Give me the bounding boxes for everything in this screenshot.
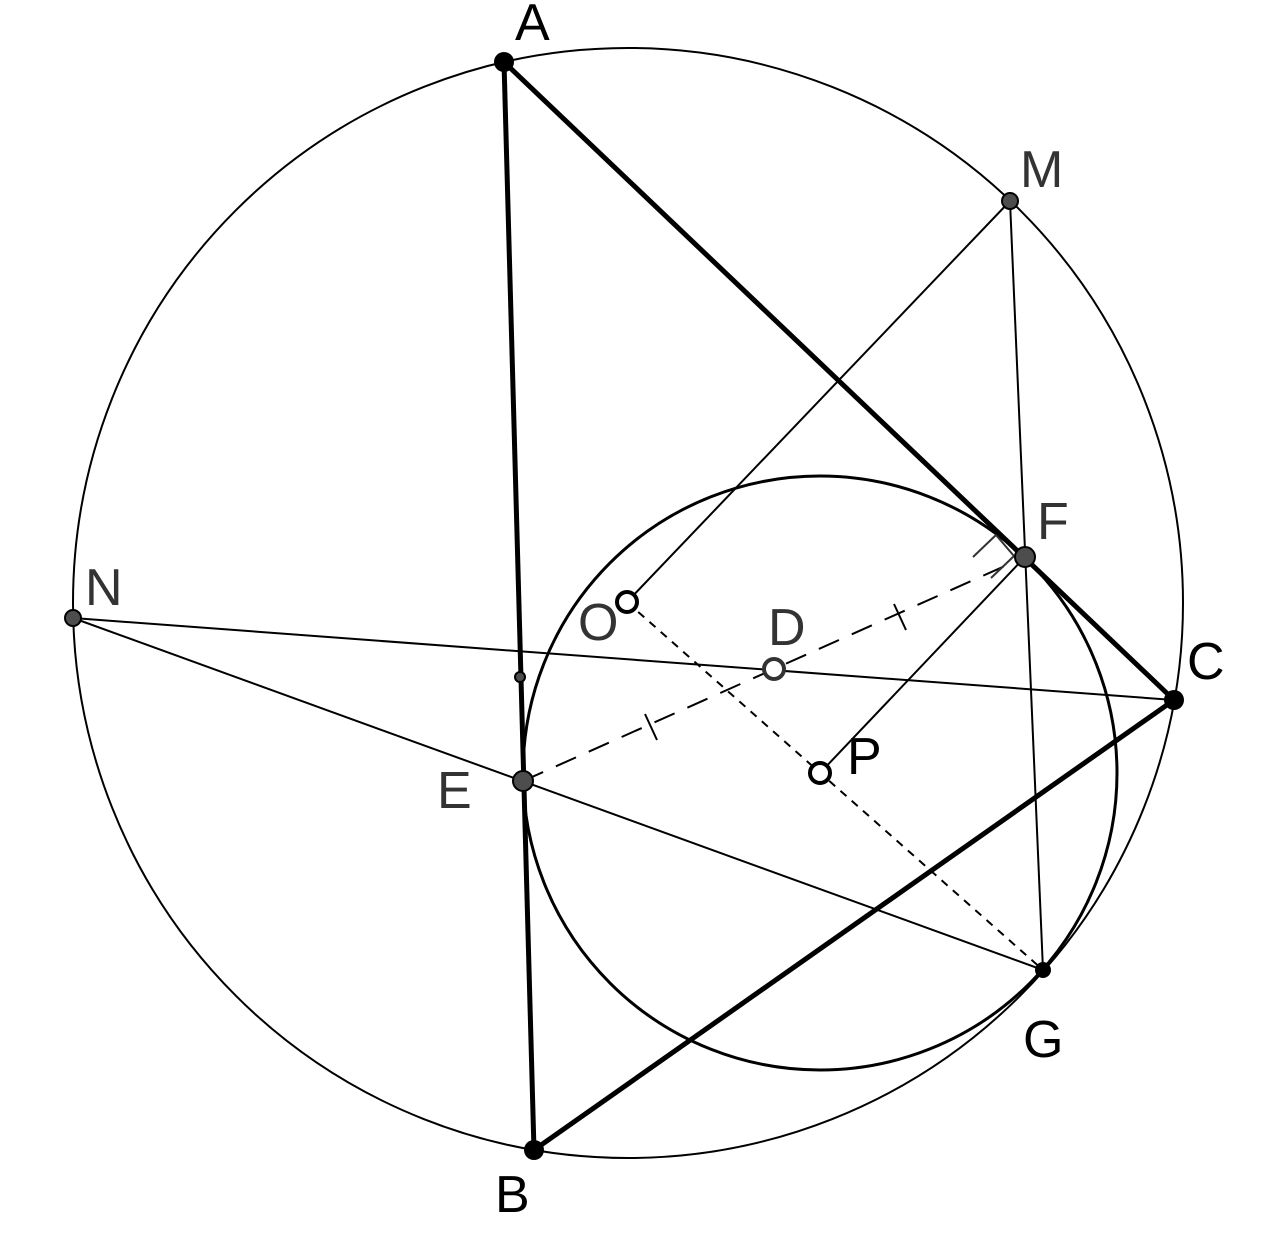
point-small-on-ab [514, 671, 526, 683]
circumcircle [72, 47, 1184, 1159]
tick-mark-ed [644, 713, 658, 741]
point-f [1014, 546, 1036, 568]
label-m: M [1020, 141, 1063, 199]
label-d: D [768, 599, 806, 657]
label-e: E [437, 762, 472, 820]
point-c [1164, 690, 1184, 710]
dashed-o-g [626, 601, 1044, 971]
label-b: B [495, 1166, 530, 1224]
label-o: O [578, 594, 618, 652]
label-f: F [1037, 493, 1069, 551]
point-n [64, 609, 82, 627]
segment-n-g [72, 617, 1044, 971]
point-o [615, 590, 639, 614]
segment-o-m [626, 200, 1011, 603]
point-m [1001, 192, 1019, 210]
dashed-e-f [522, 556, 1026, 782]
label-c: C [1187, 633, 1225, 691]
side-a-b [501, 61, 537, 1151]
segment-n-c [72, 617, 1175, 701]
point-a [494, 52, 514, 72]
point-p [808, 761, 832, 785]
label-a: A [515, 0, 550, 52]
label-n: N [85, 559, 123, 617]
point-d [762, 657, 786, 681]
label-g: G [1023, 1011, 1063, 1069]
side-b-c [532, 697, 1176, 1153]
side-a-c [502, 60, 1176, 702]
label-p: P [847, 728, 882, 786]
point-b [524, 1140, 544, 1160]
tick-mark-df [893, 603, 907, 631]
point-e [512, 770, 534, 792]
point-g [1035, 962, 1051, 978]
right-angle-mark [972, 533, 1016, 579]
segment-p-f [819, 556, 1026, 774]
segment-m-g [1009, 200, 1044, 971]
